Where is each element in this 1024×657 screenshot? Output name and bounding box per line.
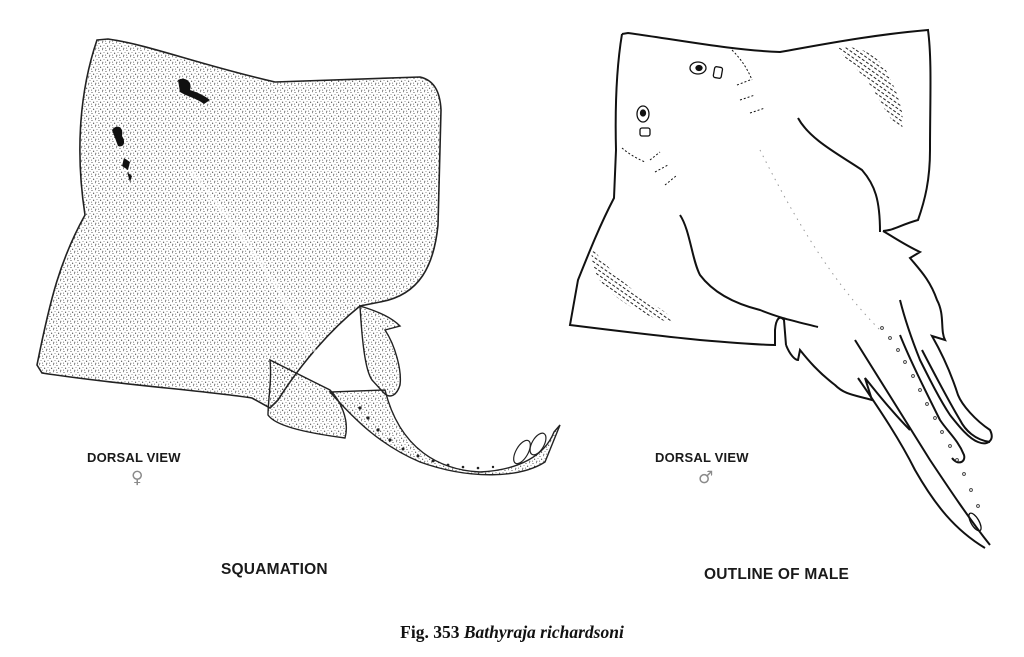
species-name: Bathyraja richardsoni: [463, 622, 624, 642]
right-pectoral-curve-upper: [797, 117, 881, 233]
squamation-skate-drawing: [36, 38, 561, 476]
left-dorsal-fin-2: [529, 432, 547, 456]
right-tail-lower-edge: [857, 377, 986, 549]
right-pectoral-curve-lower: [679, 214, 819, 328]
right-dorsal-fin: [968, 512, 982, 532]
left-midline: [188, 169, 332, 381]
right-disc-outline: [621, 28, 932, 232]
right-tail-thorns: [880, 326, 980, 508]
left-dorsal-fin-1: [513, 439, 531, 465]
right-clasper-inner: [899, 334, 966, 464]
female-symbol-icon: ♀: [131, 468, 144, 488]
left-tail-thorns: [358, 406, 495, 470]
right-alar-thorn-patch: [838, 47, 903, 130]
figure-number: Fig. 353: [400, 622, 460, 642]
left-pelvic-fin-left: [267, 358, 347, 439]
left-eye-upper: [178, 78, 210, 104]
left-eye-lower: [112, 126, 125, 147]
male-symbol-icon: ♂: [698, 468, 714, 488]
right-view-label: DORSAL VIEW: [655, 450, 749, 465]
right-pelvic-fin-left: [785, 344, 911, 431]
right-pelvic-fin-right: [882, 230, 993, 445]
outline-male-skate-drawing: [568, 28, 993, 549]
right-tail-upper-edge: [854, 339, 991, 546]
left-view-label: DORSAL VIEW: [87, 450, 181, 465]
left-tail: [328, 389, 561, 476]
right-sensory-canals: [621, 49, 766, 186]
right-malar-thorn-patch: [591, 247, 672, 322]
right-midline: [759, 149, 881, 331]
left-pelvic-fin-right: [359, 305, 402, 397]
right-panel-title: OUTLINE OF MALE: [704, 566, 850, 583]
right-disc-left-edge: [568, 33, 787, 347]
right-eyes: [636, 61, 724, 137]
figure-caption: Fig. 353 Bathyraja richardsoni: [0, 622, 1024, 643]
right-clasper-outer: [921, 349, 991, 443]
left-panel-title: SQUAMATION: [221, 561, 328, 578]
left-spiracle: [122, 158, 132, 182]
